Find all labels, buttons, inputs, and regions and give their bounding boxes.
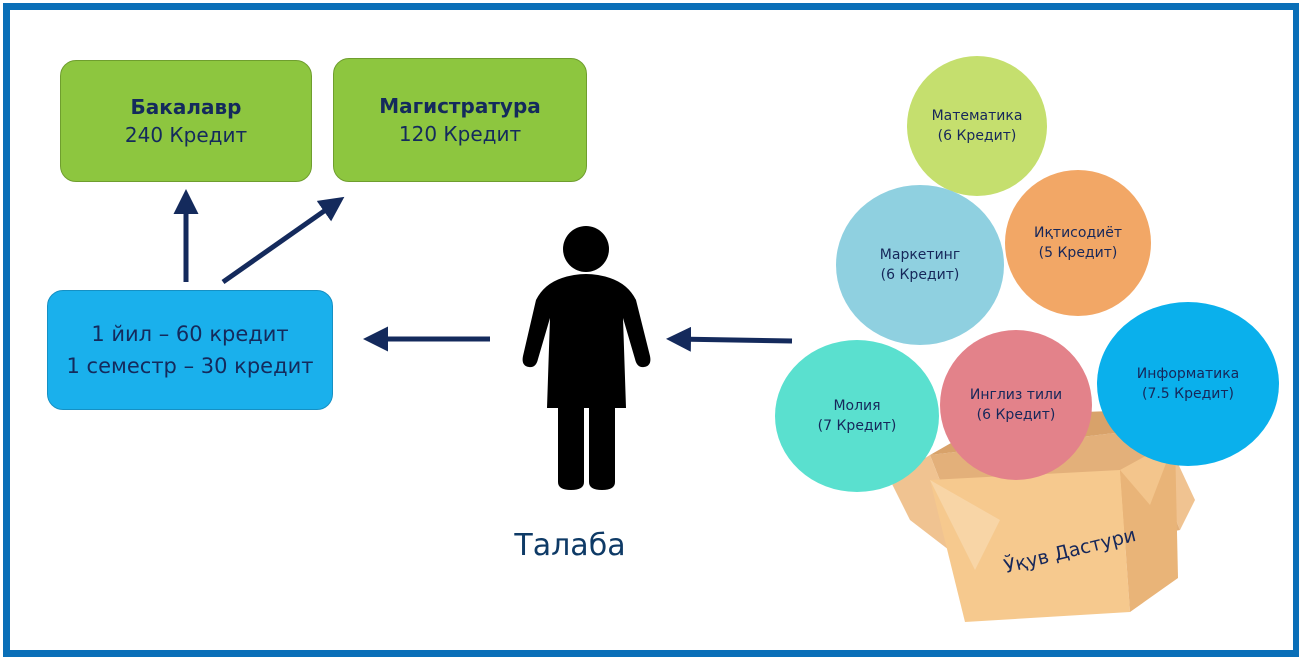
bubble-finance: Молия (7 Кредит) bbox=[775, 340, 939, 492]
bubble-informatics: Информатика (7.5 Кредит) bbox=[1097, 302, 1279, 466]
bubble-math-credits: (6 Кредит) bbox=[937, 128, 1017, 144]
bubble-economics-name: Иқтисодиёт bbox=[1034, 225, 1122, 241]
bubble-english-name: Инглиз тили bbox=[969, 387, 1063, 403]
bubble-economics: Иқтисодиёт (5 Кредит) bbox=[1005, 170, 1151, 316]
master-box: Магистратура 120 Кредит bbox=[333, 58, 587, 182]
bachelor-box: Бакалавр 240 Кредит bbox=[60, 60, 312, 182]
arrow-to-student bbox=[666, 326, 793, 352]
workload-year: 1 йил – 60 кредит bbox=[91, 322, 289, 346]
student-icon bbox=[522, 226, 651, 490]
master-title: Магистратура bbox=[379, 94, 541, 118]
bubble-math: Математика (6 Кредит) bbox=[907, 56, 1047, 196]
workload-semester: 1 семестр – 30 кредит bbox=[66, 354, 314, 378]
bubble-marketing: Маркетинг (6 Кредит) bbox=[836, 185, 1004, 345]
arrow-to-master bbox=[221, 196, 345, 285]
master-credits: 120 Кредит bbox=[398, 122, 522, 146]
student-label: Талаба bbox=[514, 528, 626, 563]
bubble-marketing-credits: (6 Кредит) bbox=[880, 267, 960, 283]
bubble-marketing-name: Маркетинг bbox=[879, 247, 961, 263]
bubble-informatics-name: Информатика bbox=[1136, 366, 1240, 382]
workload-box: 1 йил – 60 кредит 1 семестр – 30 кредит bbox=[47, 290, 333, 410]
bachelor-title: Бакалавр bbox=[130, 95, 242, 119]
bubble-math-name: Математика bbox=[931, 108, 1023, 124]
bachelor-credits: 240 Кредит bbox=[124, 123, 248, 147]
bubble-finance-credits: (7 Кредит) bbox=[817, 418, 897, 434]
bubble-english-credits: (6 Кредит) bbox=[976, 407, 1056, 423]
bubble-finance-name: Молия bbox=[833, 398, 881, 414]
bubble-economics-credits: (5 Кредит) bbox=[1038, 245, 1118, 261]
bubble-english: Инглиз тили (6 Кредит) bbox=[940, 330, 1092, 480]
bubble-informatics-credits: (7.5 Кредит) bbox=[1141, 386, 1234, 402]
